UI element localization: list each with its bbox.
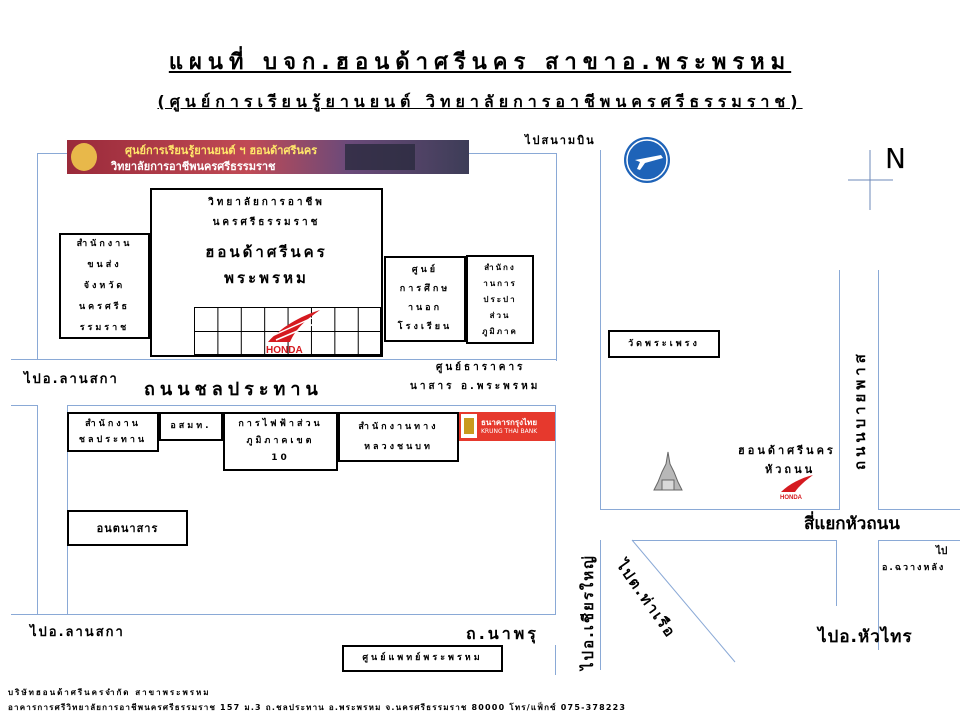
- rural-highway-office: สำนักงานทาง หลวงชนบท: [338, 412, 459, 462]
- honda-hua-thanon-label-2: หัวถนน: [765, 463, 816, 476]
- naphru-road-label: ถ.นาพรุ: [466, 624, 539, 643]
- honda-hua-thanon-label-1: ฮอนด้าศรีนคร: [738, 444, 836, 457]
- chonprathan-office: สำนักงาน ชลประทาน: [67, 412, 159, 452]
- honda-phraphrom-name: ฮอนด้าศรีนคร: [205, 243, 328, 261]
- bypass-road-label: ถนนบายพาส: [851, 350, 869, 470]
- electricity-office: การไฟฟ้าส่วน ภูมิภาคเขต 10: [223, 412, 338, 471]
- hua-thanon-intersection-label: สี่แยกหัวถนน: [804, 514, 900, 534]
- to-lansaka-top-label: ไปอ.ลานสกา: [24, 372, 119, 387]
- north-arrow-icon: [848, 150, 893, 210]
- bank-branch-label-1: ศูนย์ธาราคาร: [436, 362, 526, 373]
- to-hua-sai-label: ไปอ.หัวไทร: [818, 627, 913, 647]
- airplane-icon: [624, 137, 670, 183]
- wat-phra-phreng: วัดพระเพรง: [608, 330, 720, 358]
- to-chianyai-label: ไปอ.เชียรใหญ่: [579, 554, 597, 670]
- north-label: N: [885, 142, 906, 175]
- diagonal-road: [631, 539, 736, 663]
- map-title: แผนที่ บจก.ฮอนด้าศรีนคร สาขาอ.พระพรหม: [168, 50, 792, 75]
- motorbike-photo: [345, 144, 415, 170]
- krungthai-bank-sign: ธนาคารกรุงไทย KRUNG THAI BANK: [459, 412, 555, 441]
- to-chaloem-label-2: อ.ฉวางหลัง: [882, 563, 946, 573]
- chonprathan-road-label: ถนนชลประทาน: [144, 379, 323, 400]
- honda-learning-banner: ศูนย์การเรียนรู้ยานยนต์ ฯ ฮอนด้าศรีนคร ว…: [67, 140, 469, 174]
- honda-wing-logo: HONDA: [266, 310, 320, 356]
- garuda-emblem-icon: [461, 414, 477, 438]
- waterworks-office: สำนักง านการ ประปา ส่วน ภูมิภาค: [466, 255, 534, 344]
- to-chaloem-label-1: ไป: [936, 546, 948, 557]
- bank-branch-label-2: นาสาร อ.พระพรหม: [410, 381, 541, 392]
- nasan-box: อนตนาสาร: [67, 510, 188, 546]
- to-airport-label: ไปสนามบิน: [525, 134, 596, 147]
- mcot-office: อสมท.: [159, 412, 223, 441]
- to-lansaka-bottom-label: ไปอ.ลานสกา: [30, 625, 125, 640]
- svg-text:HONDA: HONDA: [780, 495, 803, 500]
- footer-address: อาคารการศรีวิทยาลัยการอาชีพนครศรีธรรมราช…: [8, 703, 627, 712]
- transport-office: สำนักงาน ขนส่ง จังหวัด นครศรีธ รรมราช: [59, 233, 150, 339]
- phraphrom-medical-center: ศูนย์แพทย์พระพรหม: [342, 645, 503, 672]
- honda-hua-thanon-logo: HONDA: [780, 475, 813, 500]
- svg-text:HONDA: HONDA: [266, 345, 303, 356]
- college-emblem-icon: [71, 143, 97, 171]
- footer-company: บริษัทฮอนด้าศรีนครจำกัด สาขาพระพรหม: [8, 688, 211, 697]
- map-subtitle: (ศูนย์การเรียนรู้ยานยนต์ วิทยาลัยการอาชี…: [157, 92, 803, 111]
- education-center: ศูนย์ การศึกษ านอก โรงเรียน: [384, 256, 466, 342]
- temple-icon: [653, 451, 683, 491]
